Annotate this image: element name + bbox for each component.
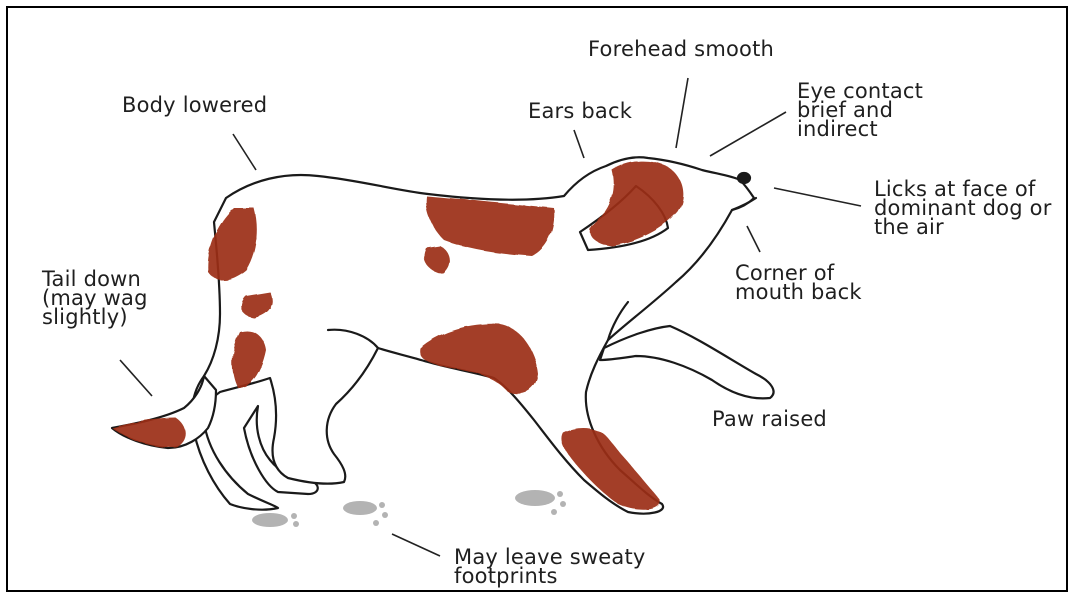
leader-ears-back — [574, 130, 584, 158]
diagram-frame: Body lowered Ears back Forehead smooth E… — [6, 6, 1068, 592]
leader-corner-mouth — [747, 226, 760, 252]
label-corner-of-mouth: Corner of mouth back — [735, 264, 862, 302]
footprint — [515, 490, 555, 506]
footprints — [252, 490, 566, 527]
leader-body-lowered — [233, 134, 256, 170]
label-sweaty-footprints: May leave sweaty footprints — [454, 548, 646, 586]
raised-front-leg — [600, 326, 774, 398]
footprint — [252, 513, 288, 527]
label-licks: Licks at face of dominant dog or the air — [874, 180, 1052, 237]
leader-forehead — [676, 78, 688, 148]
footprint — [343, 501, 377, 515]
label-body-lowered: Body lowered — [122, 96, 267, 115]
label-forehead-smooth: Forehead smooth — [588, 40, 774, 59]
leader-eye-contact — [710, 112, 786, 156]
label-tail-down: Tail down (may wag slightly) — [42, 270, 148, 327]
nose — [738, 173, 750, 183]
leader-tail — [120, 360, 152, 396]
label-eye-contact: Eye contact brief and indirect — [797, 82, 923, 139]
leader-footprints — [392, 534, 440, 556]
patch-tail — [112, 418, 186, 448]
leader-licks — [774, 188, 861, 206]
label-paw-raised: Paw raised — [712, 410, 827, 429]
label-ears-back: Ears back — [528, 102, 632, 121]
